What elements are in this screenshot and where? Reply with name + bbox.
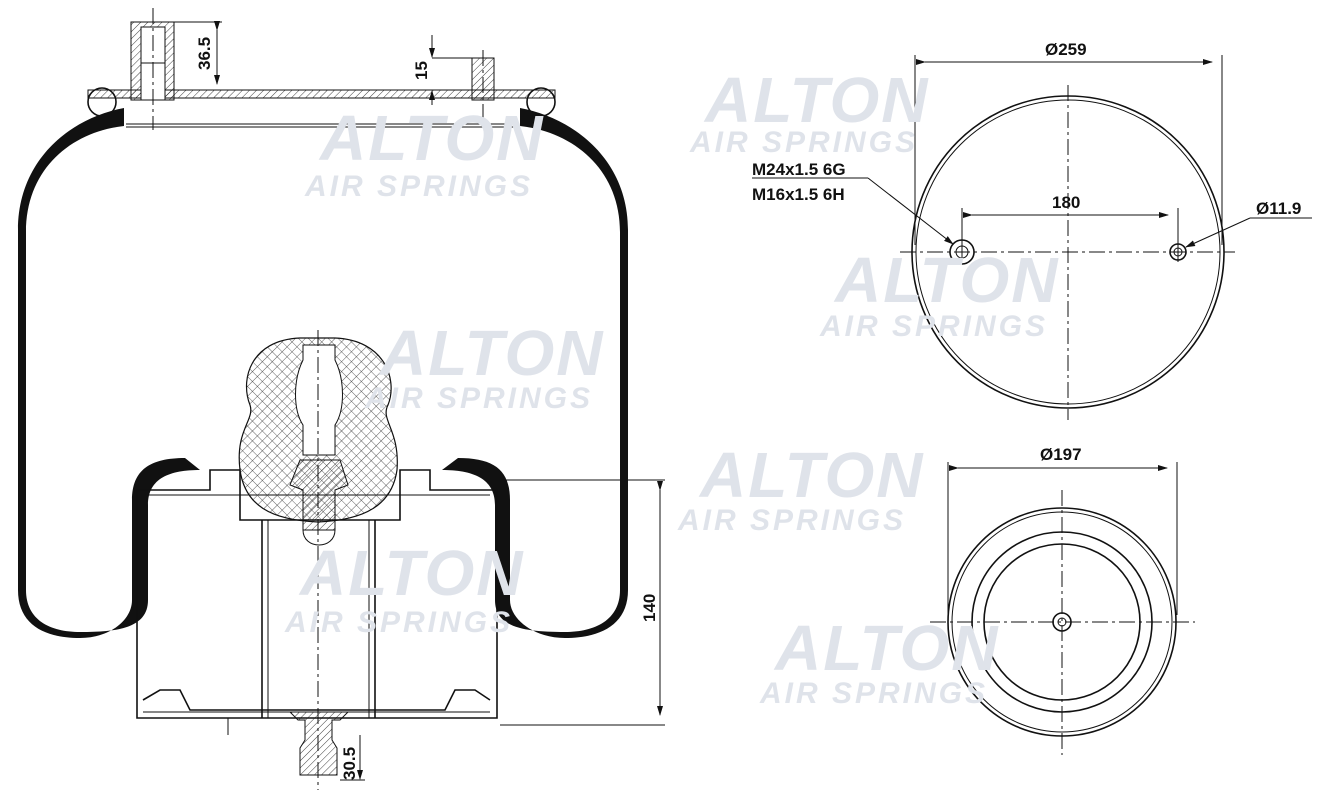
bottom-stud xyxy=(288,711,350,776)
watermark-tagline: AIR SPRINGS xyxy=(677,504,906,537)
bottom-view: Ø197 xyxy=(930,445,1195,755)
watermark-brand: ALTON xyxy=(833,244,1060,316)
watermark-tagline: AIR SPRINGS xyxy=(689,126,918,159)
dim-bottom-diameter: Ø197 xyxy=(1040,445,1082,464)
watermark-tagline: AIR SPRINGS xyxy=(304,170,533,203)
dim-pin-height: 15 xyxy=(412,61,431,80)
thread-spec-primary: M24x1.5 6G xyxy=(752,160,846,179)
watermark-tagline: AIR SPRINGS xyxy=(759,677,988,710)
dim-bottom-stud-height: 30.5 xyxy=(340,747,359,780)
watermark-brand: ALTON xyxy=(703,64,930,136)
dim-piston-height: 140 xyxy=(640,594,659,622)
watermark-tagline: AIR SPRINGS xyxy=(284,606,513,639)
watermarks: ALTON AIR SPRINGS ALTON AIR SPRINGS ALTO… xyxy=(284,64,1060,710)
watermark-tagline: AIR SPRINGS xyxy=(819,310,1048,343)
watermark-tagline: AIR SPRINGS xyxy=(364,382,593,415)
watermark-brand: ALTON xyxy=(378,317,605,389)
watermark-brand: ALTON xyxy=(318,102,545,174)
watermark-brand: ALTON xyxy=(773,612,1000,684)
dim-hole-spacing: 180 xyxy=(1052,193,1080,212)
side-view: 36.5 15 140 30.5 xyxy=(18,8,665,790)
top-view: Ø259 180 Ø11.9 M24x1.5 6G M16x1.5 6H xyxy=(752,40,1312,420)
dim-stud-height: 36.5 xyxy=(195,37,214,70)
piston xyxy=(136,469,498,719)
dim-hole-diameter: Ø11.9 xyxy=(1256,199,1301,218)
watermark-brand: ALTON xyxy=(298,537,525,609)
watermark-brand: ALTON xyxy=(698,439,925,511)
bellow-left xyxy=(18,108,200,638)
thread-spec-secondary: M16x1.5 6H xyxy=(752,185,845,204)
dim-top-diameter: Ø259 xyxy=(1045,40,1087,59)
